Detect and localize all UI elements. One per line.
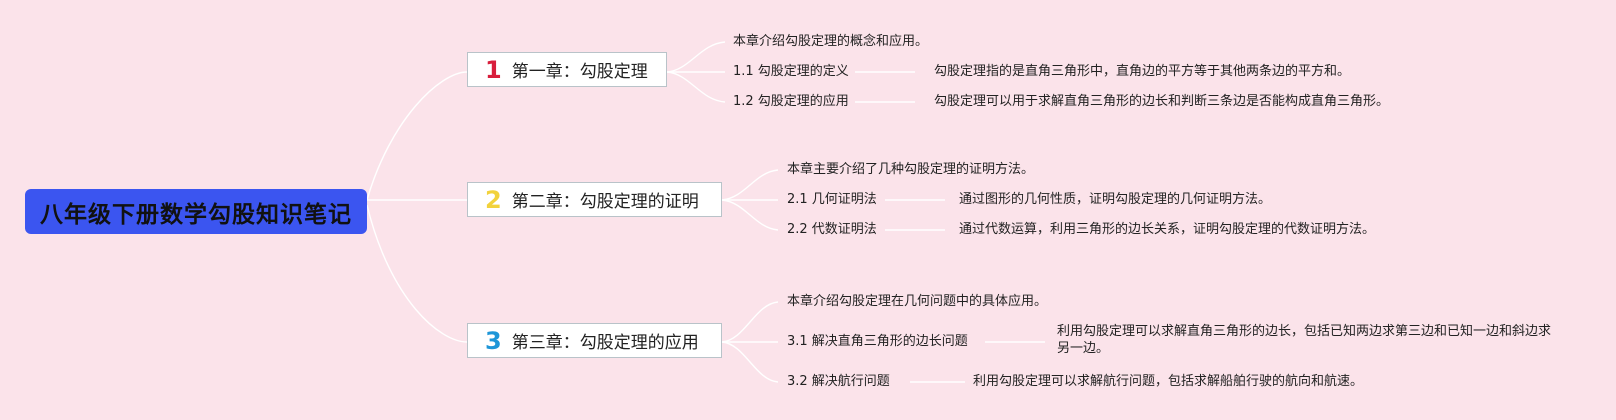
- chapter-title-1: 第一章：勾股定理: [511, 62, 648, 82]
- root-node[interactable]: 八年级下册数学勾股知识笔记: [25, 189, 367, 234]
- section-label-3-1: 3.1 解决直角三角形的边长问题: [787, 334, 968, 349]
- chapter-node-3[interactable]: 3 第三章：勾股定理的应用: [467, 323, 722, 358]
- section-label-3-2: 3.2 解决航行问题: [787, 374, 890, 389]
- chapter-intro-1: 本章介绍勾股定理的概念和应用。: [733, 34, 929, 49]
- section-label-1-2: 1.2 勾股定理的应用: [733, 94, 849, 109]
- chapter-title-3: 第三章：勾股定理的应用: [511, 333, 699, 353]
- section-detail-2-2: 通过代数运算，利用三角形的边长关系，证明勾股定理的代数证明方法。: [959, 222, 1376, 237]
- chapter-intro-2: 本章主要介绍了几种勾股定理的证明方法。: [787, 162, 1035, 177]
- section-detail-1-2: 勾股定理可以用于求解直角三角形的边长和判断三条边是否能构成直角三角形。: [934, 94, 1390, 109]
- section-label-2-2: 2.2 代数证明法: [787, 222, 877, 237]
- chapter-node-1[interactable]: 1 第一章：勾股定理: [467, 52, 667, 87]
- section-label-1-1: 1.1 勾股定理的定义: [733, 64, 849, 79]
- chapter-title-2: 第二章：勾股定理的证明: [511, 192, 699, 212]
- root-title: 八年级下册数学勾股知识笔记: [40, 201, 352, 228]
- chapter-intro-3: 本章介绍勾股定理在几何问题中的具体应用。: [787, 294, 1048, 309]
- section-label-2-1: 2.1 几何证明法: [787, 192, 877, 207]
- chapter-number-3: 3: [485, 326, 502, 355]
- chapter-node-2[interactable]: 2 第二章：勾股定理的证明: [467, 182, 722, 217]
- section-detail-1-1: 勾股定理指的是直角三角形中，直角边的平方等于其他两条边的平方和。: [934, 64, 1351, 79]
- section-detail-3-2: 利用勾股定理可以求解航行问题，包括求解船舶行驶的航向和航速。: [973, 374, 1364, 389]
- chapter-number-2: 2: [485, 185, 502, 214]
- section-detail-2-1: 通过图形的几何性质，证明勾股定理的几何证明方法。: [959, 192, 1272, 207]
- chapter-number-1: 1: [485, 55, 502, 84]
- section-detail-3-1: 利用勾股定理可以求解直角三角形的边长，包括已知两边求第三边和已知一边和斜边求另一…: [1057, 324, 1552, 356]
